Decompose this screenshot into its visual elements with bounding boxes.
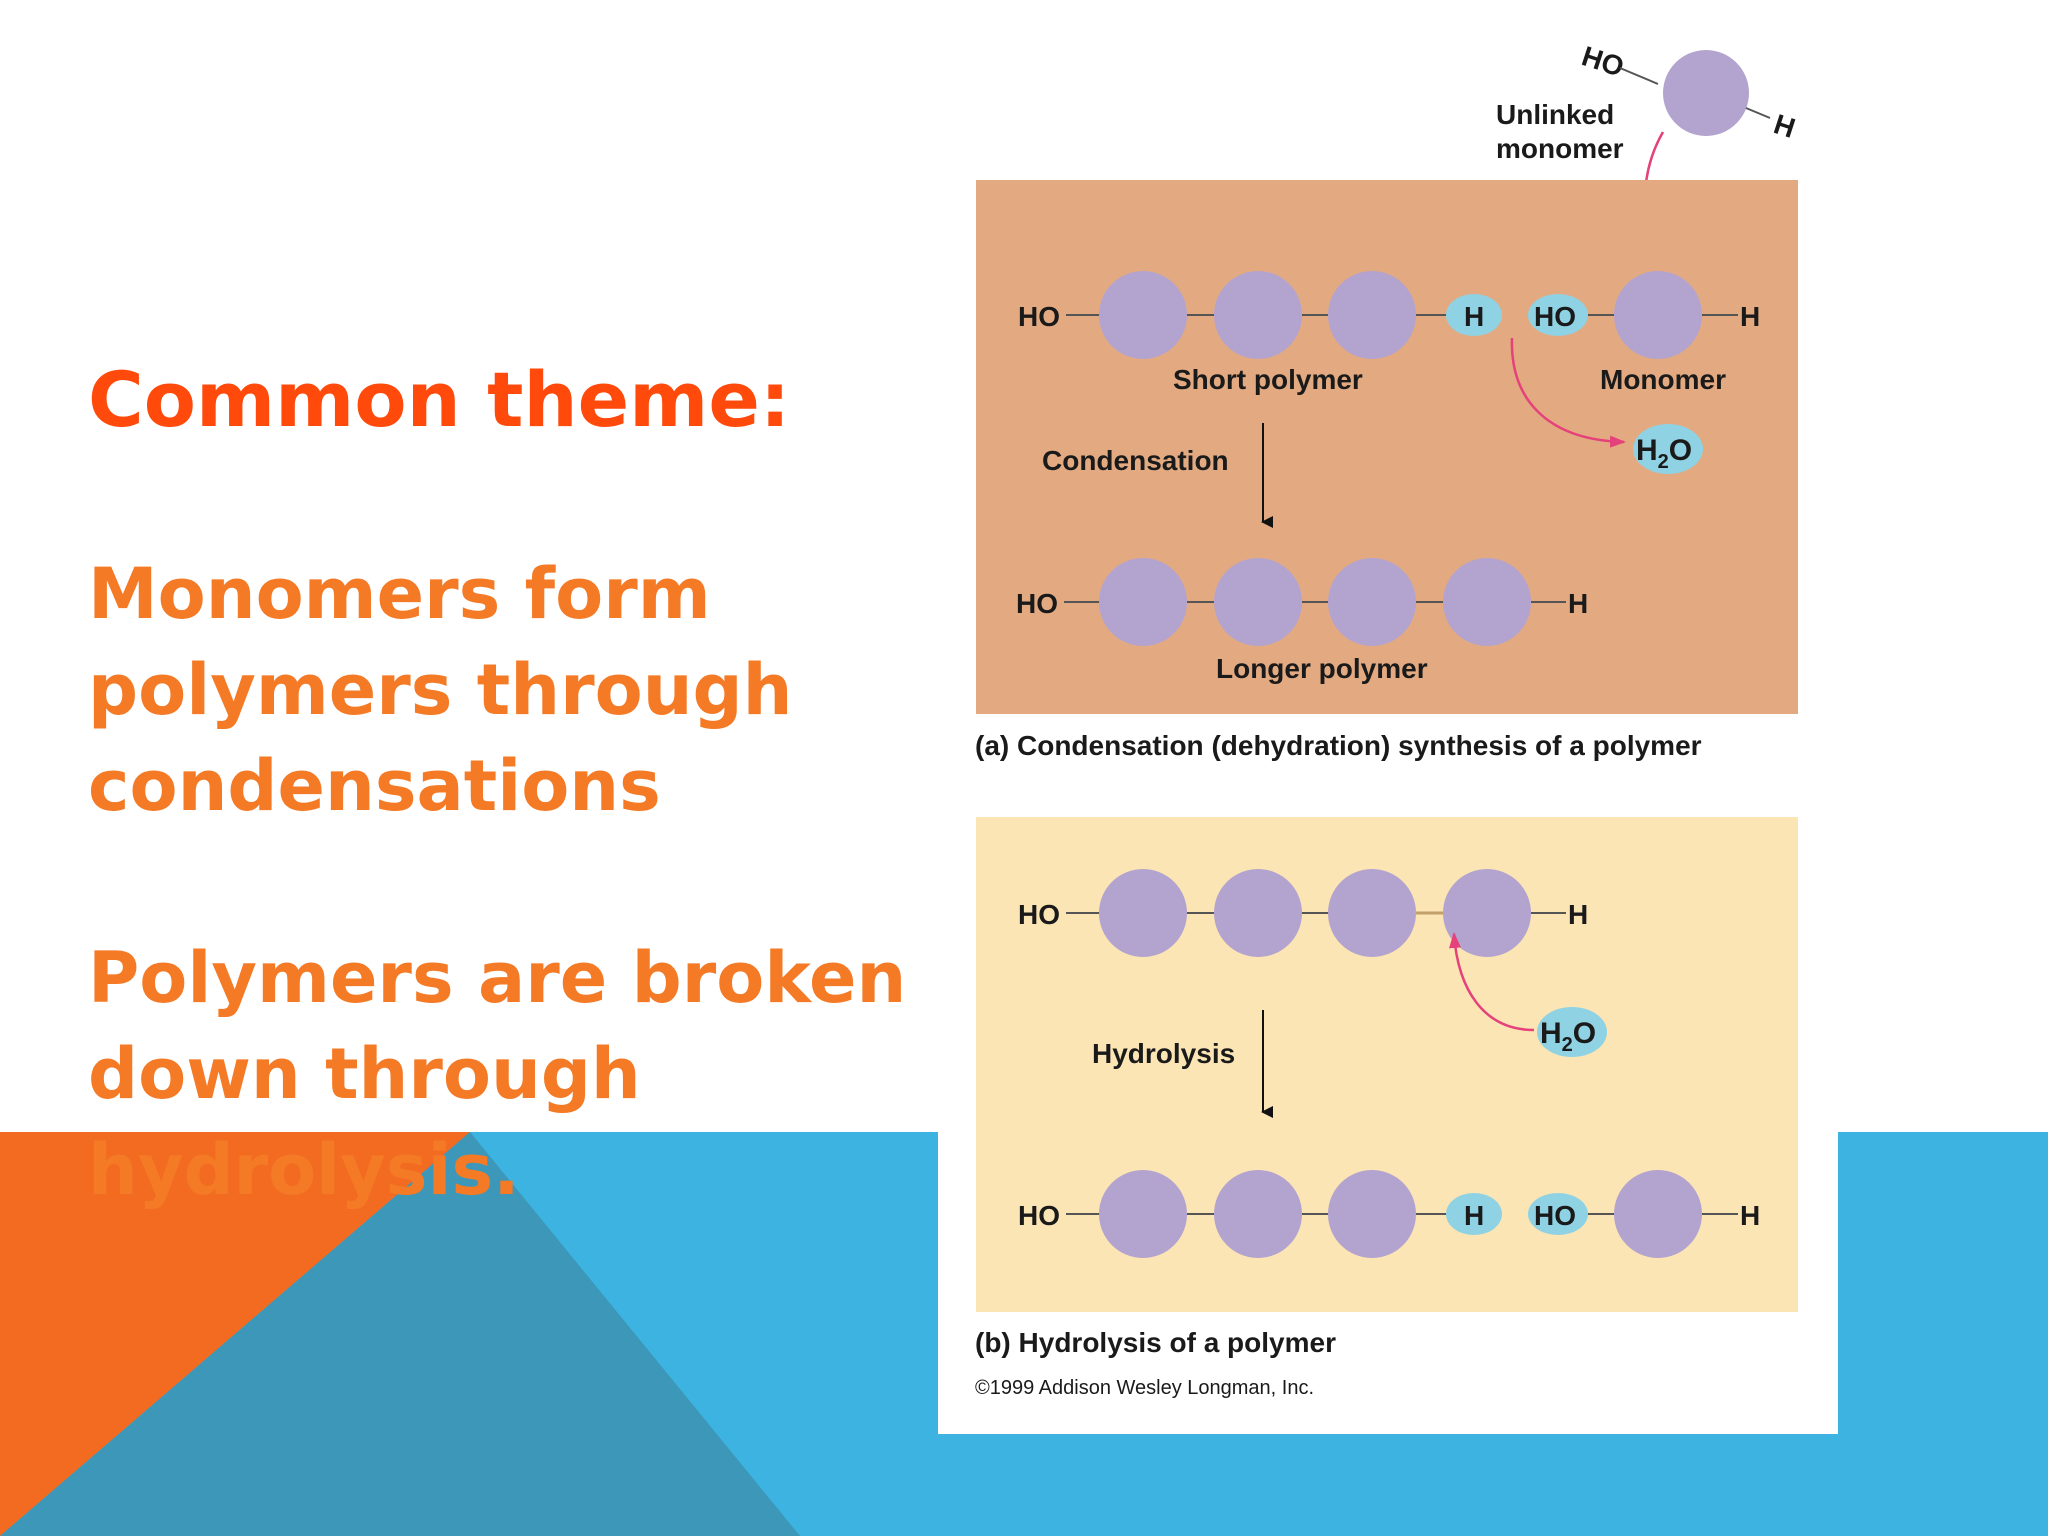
slide-paragraph-hydrolysis: Polymers are broken down through hydroly… bbox=[88, 937, 907, 1211]
panel-b-process-label: Hydrolysis bbox=[1092, 1038, 1235, 1069]
panel-b-polymer-unit-2 bbox=[1214, 869, 1302, 957]
panel-a-monomer-label: Monomer bbox=[1600, 364, 1726, 395]
panel-a-water-arrow bbox=[1510, 337, 1626, 448]
panel-a-short-polymer-label: Short polymer bbox=[1173, 364, 1363, 395]
panel-b-polymer-unit-3 bbox=[1328, 869, 1416, 957]
panel-a-row2-h: H bbox=[1568, 588, 1588, 619]
unlinked-monomer-circle bbox=[1663, 50, 1749, 136]
panel-b-fragment-unit-2 bbox=[1214, 1170, 1302, 1258]
panel-a-h2o-o: O bbox=[1669, 434, 1692, 467]
panel-b-row1-ho: HO bbox=[1018, 899, 1060, 930]
panel-b: HO H H2O Hydrolysis HO bbox=[976, 817, 1798, 1312]
panel-b-fragment-unit-1 bbox=[1099, 1170, 1187, 1258]
panel-a-longer-polymer-unit-3 bbox=[1328, 558, 1416, 646]
panel-b-polymer-unit-4 bbox=[1443, 869, 1531, 957]
panel-b-monomer-h: H bbox=[1740, 1200, 1760, 1231]
panel-b-polymer-unit-1 bbox=[1099, 869, 1187, 957]
panel-a-monomer-circle bbox=[1614, 271, 1702, 359]
panel-a-h-label: H bbox=[1464, 301, 1484, 332]
panel-a-row2-ho: HO bbox=[1016, 588, 1058, 619]
panel-b-caption: (b) Hydrolysis of a polymer bbox=[975, 1327, 1336, 1358]
panel-b-h2o-label: H2O bbox=[1540, 1017, 1596, 1056]
panel-a-row1-ho: HO bbox=[1018, 301, 1060, 332]
panel-a-longer-polymer-unit-2 bbox=[1214, 558, 1302, 646]
unlinked-monomer-label-line2: monomer bbox=[1496, 133, 1624, 164]
panel-a: HO H HO H Short polymer Monomer H2O Cond… bbox=[976, 180, 1798, 714]
panel-b-h2o-bubble bbox=[1537, 1007, 1607, 1057]
slide-text-block: Common theme: Monomers form polymers thr… bbox=[88, 350, 968, 1218]
panel-b-ho-bubble bbox=[1528, 1193, 1588, 1235]
slide-paragraph-condensation: Monomers form polymers through condensat… bbox=[88, 553, 793, 827]
panel-a-h2o-label: H2O bbox=[1636, 434, 1692, 473]
panel-a-ho-bubble bbox=[1528, 294, 1588, 336]
panel-a-longer-polymer-label: Longer polymer bbox=[1216, 653, 1428, 684]
panel-a-short-polymer-unit-3 bbox=[1328, 271, 1416, 359]
panel-a-longer-polymer-unit-4 bbox=[1443, 558, 1531, 646]
unlinked-h-label: H bbox=[1770, 108, 1799, 144]
panel-b-h2o-o: O bbox=[1573, 1017, 1596, 1050]
figure-panel: HO H Unlinked monomer HO H HO bbox=[938, 0, 1838, 1434]
copyright-notice: ©1999 Addison Wesley Longman, Inc. bbox=[975, 1377, 1314, 1399]
panel-a-ho-label: HO bbox=[1534, 301, 1576, 332]
slide-heading: Common theme: bbox=[88, 355, 791, 444]
panel-a-short-polymer-unit-1 bbox=[1099, 271, 1187, 359]
bg-dark-triangle bbox=[0, 1132, 800, 1536]
panel-a-h2o-sub: 2 bbox=[1658, 451, 1669, 473]
panel-b-h-bubble bbox=[1446, 1193, 1502, 1235]
panel-b-fragment-unit-3 bbox=[1328, 1170, 1416, 1258]
panel-a-longer-polymer-unit-1 bbox=[1099, 558, 1187, 646]
panel-a-process-label: Condensation bbox=[1042, 445, 1229, 476]
panel-b-h2o-sub: 2 bbox=[1562, 1034, 1573, 1056]
panel-a-h2o-h: H bbox=[1636, 434, 1658, 467]
panel-a-monomer-h: H bbox=[1740, 301, 1760, 332]
panel-b-h-label: H bbox=[1464, 1200, 1484, 1231]
panel-a-h2o-bubble bbox=[1633, 424, 1703, 474]
panel-a-caption: (a) Condensation (dehydration) synthesis… bbox=[975, 730, 1702, 761]
panel-b-monomer-circle bbox=[1614, 1170, 1702, 1258]
unlinked-ho-bond bbox=[1619, 67, 1659, 85]
panel-b-row1-h: H bbox=[1568, 899, 1588, 930]
unlinked-h-bond bbox=[1745, 107, 1771, 119]
panel-a-h-bubble bbox=[1446, 294, 1502, 336]
panel-b-h2o-h: H bbox=[1540, 1017, 1562, 1050]
unlinked-monomer-group: HO H Unlinked monomer bbox=[1496, 40, 1799, 270]
panel-a-short-polymer-unit-2 bbox=[1214, 271, 1302, 359]
panel-b-ho-label: HO bbox=[1534, 1200, 1576, 1231]
panel-b-row2-ho: HO bbox=[1018, 1200, 1060, 1231]
unlinked-ho-label: HO bbox=[1578, 40, 1628, 82]
panel-b-water-arrow bbox=[1449, 932, 1535, 1032]
unlinked-monomer-label-line1: Unlinked bbox=[1496, 99, 1614, 130]
polymer-diagram: HO H Unlinked monomer HO H HO bbox=[975, 40, 1799, 1399]
